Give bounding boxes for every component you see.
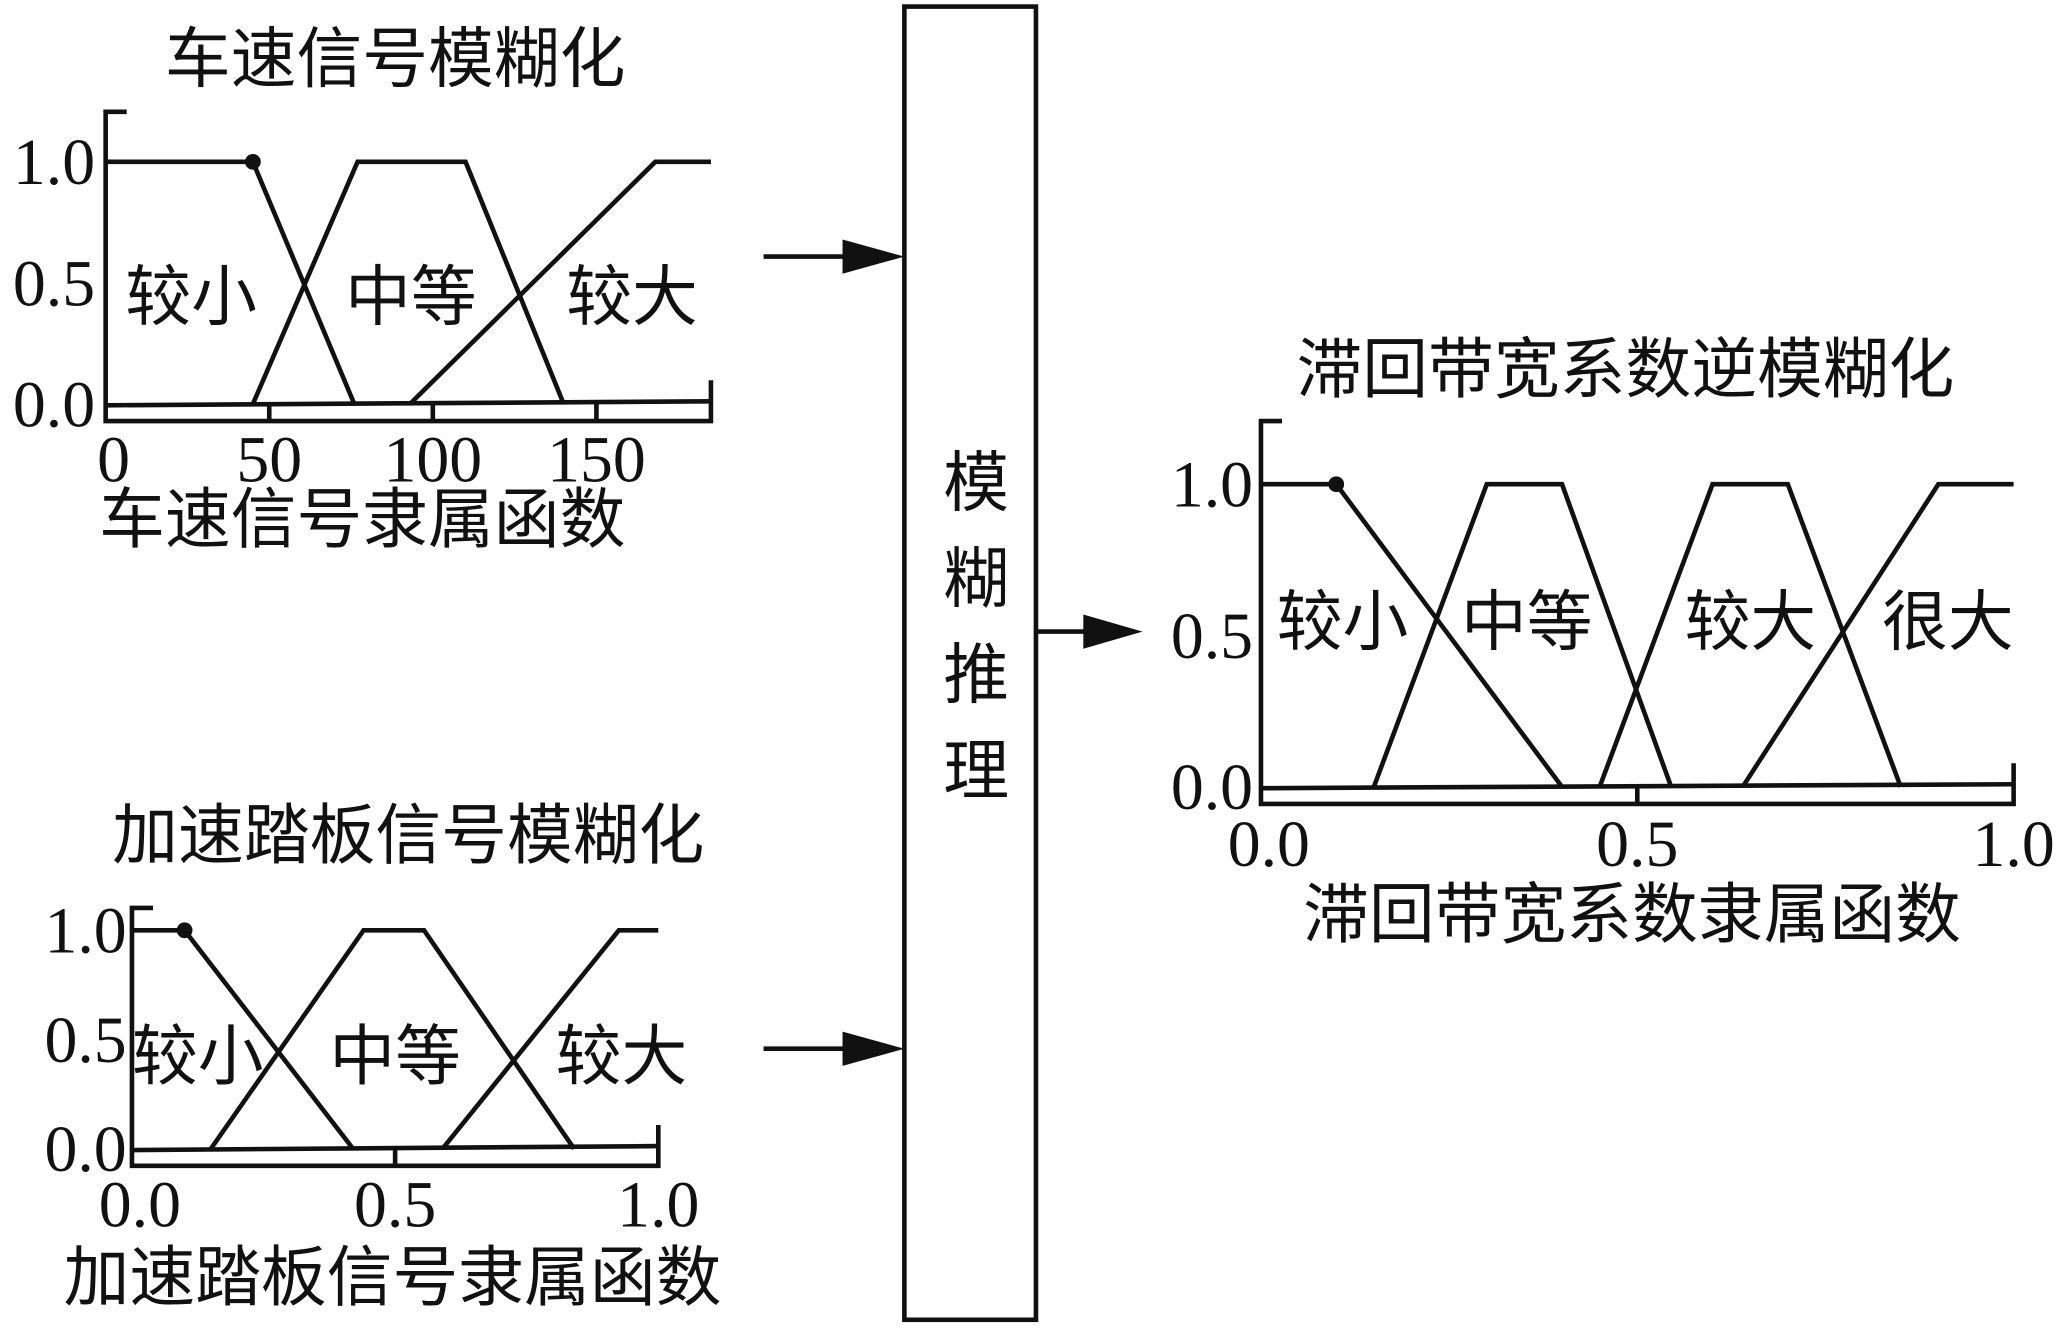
membership-function-line bbox=[209, 927, 576, 1151]
membership-function-line bbox=[440, 927, 659, 1151]
y-tick-label: 0.0 bbox=[13, 368, 95, 441]
x-tick-label: 0.5 bbox=[354, 1168, 436, 1241]
arrow-head-icon bbox=[842, 1031, 905, 1066]
x-tick-label: 0.0 bbox=[99, 1168, 181, 1241]
inference-box-frame bbox=[902, 4, 1039, 1323]
chart-title: 车速信号模糊化 bbox=[165, 21, 625, 98]
x-axis-baseline bbox=[1260, 781, 2014, 791]
membership-function-line bbox=[250, 159, 566, 405]
x-axis-label: 车速信号隶属函数 bbox=[99, 481, 625, 558]
x-axis-label: 滞回带宽系数隶属函数 bbox=[1303, 876, 1961, 953]
y-tick-label: 0.0 bbox=[44, 1113, 126, 1186]
x-tick-label: 1.0 bbox=[617, 1168, 699, 1241]
arrow-head-icon bbox=[1083, 614, 1143, 649]
y-tick-label: 1.0 bbox=[13, 126, 95, 199]
membership-point-marker bbox=[176, 922, 193, 939]
fuzzy-set-label: 较小 bbox=[125, 259, 257, 336]
x-axis-baseline bbox=[105, 399, 711, 408]
x-tick-label: 0.5 bbox=[1596, 808, 1678, 881]
arrows bbox=[763, 239, 1143, 1066]
membership-function-line bbox=[1371, 481, 1674, 788]
y-tick-label: 1.0 bbox=[1171, 449, 1253, 522]
membership-function-line bbox=[408, 159, 711, 406]
fuzzy-set-label: 较大 bbox=[1685, 584, 1817, 661]
fuzzy-set-label: 较小 bbox=[1277, 584, 1409, 661]
y-tick-label: 0.5 bbox=[1171, 600, 1253, 673]
chart-title: 加速踏板信号模糊化 bbox=[112, 797, 704, 874]
x-tick-label: 150 bbox=[547, 424, 646, 497]
inference-box: 模糊推理 bbox=[902, 4, 1039, 1323]
fuzzy-set-label: 中等 bbox=[1461, 584, 1593, 661]
y-tick-label: 0.0 bbox=[1171, 751, 1253, 824]
x-tick-label: 50 bbox=[236, 424, 302, 497]
x-tick-label: 0.0 bbox=[1228, 808, 1310, 881]
axes-frame bbox=[129, 905, 661, 1169]
y-tick-label: 0.5 bbox=[13, 247, 95, 320]
fuzzy-set-label: 较大 bbox=[566, 259, 698, 336]
membership-function-line bbox=[1597, 481, 1903, 788]
fuzzy-set-label: 中等 bbox=[329, 1018, 461, 1095]
x-tick-label: 1.0 bbox=[1973, 808, 2055, 881]
y-tick-label: 1.0 bbox=[44, 895, 126, 968]
membership-function-line bbox=[1740, 481, 2014, 789]
fuzzy-set-label: 较小 bbox=[132, 1018, 264, 1095]
fuzzy-set-label: 中等 bbox=[345, 259, 477, 336]
fuzzy-set-label: 很大 bbox=[1882, 584, 2014, 661]
axes-frame bbox=[1258, 418, 2016, 807]
axes-frame bbox=[103, 109, 714, 424]
y-tick-label: 0.5 bbox=[44, 1004, 126, 1077]
x-axis-label: 加速踏板信号隶属函数 bbox=[64, 1239, 722, 1316]
membership-point-marker bbox=[244, 153, 261, 170]
x-tick-label: 0 bbox=[97, 424, 130, 497]
inference-box-label: 模糊推理 bbox=[932, 447, 1009, 831]
fuzzy-set-label: 较大 bbox=[556, 1018, 688, 1095]
chart-title: 滞回带宽系数逆模糊化 bbox=[1297, 331, 1955, 408]
x-tick-label: 100 bbox=[383, 424, 482, 497]
arrow-head-icon bbox=[842, 239, 905, 274]
membership-point-marker bbox=[1328, 476, 1345, 493]
